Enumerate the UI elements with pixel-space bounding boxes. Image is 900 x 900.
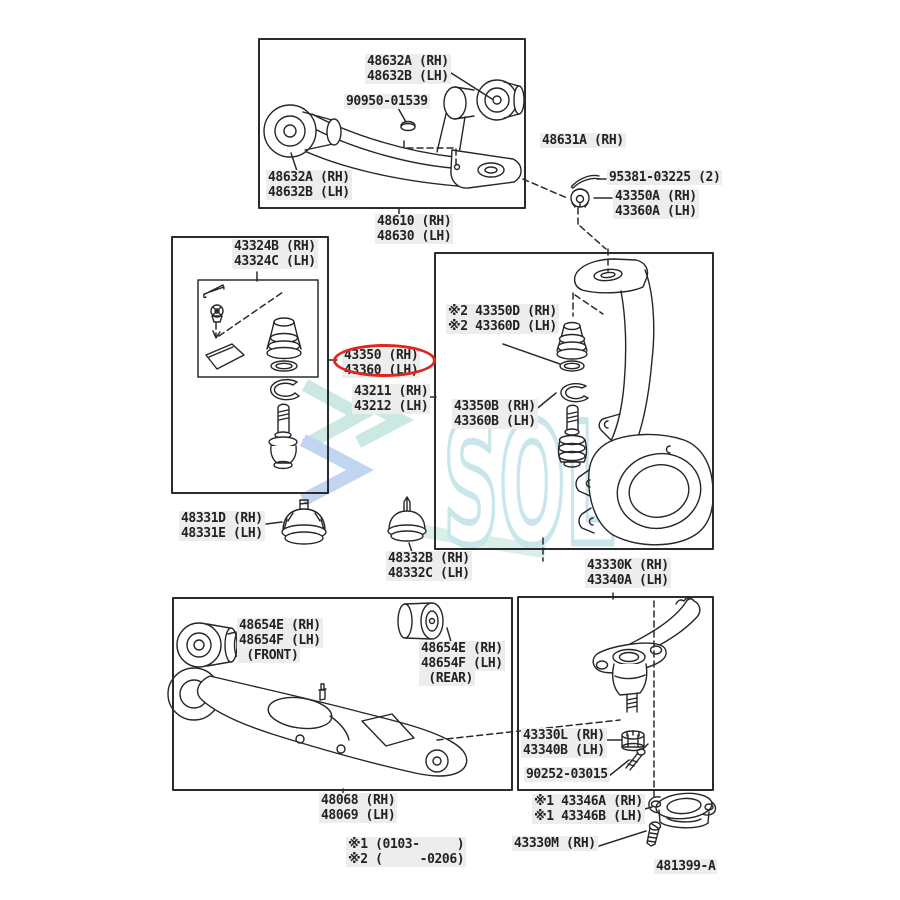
watermark-chevron-icon <box>299 434 374 506</box>
ball-joint-kit-drawing <box>203 284 302 470</box>
ball-joint-kit-box <box>171 236 329 494</box>
bump-stop-front-drawing <box>281 499 327 545</box>
label-48632-left: 48632A (RH)48632B (LH) <box>266 170 352 200</box>
castle-nut-icon <box>570 188 590 208</box>
bump-stop-rear-drawing <box>387 496 427 542</box>
label-90950: 90950-01539 <box>344 94 430 109</box>
label-43350a: 43350A (RH)43360A (LH) <box>613 189 699 219</box>
label-48610: 48610 (RH)48630 (LH) <box>375 214 454 244</box>
label-43330k: 43330K (RH)43340A (LH) <box>585 558 671 588</box>
lower-ball-joint-box <box>517 596 714 791</box>
grease-cap-icon <box>400 120 416 132</box>
castle-nut-icon <box>621 730 645 752</box>
dust-boot-icon <box>556 321 588 372</box>
ball-joint-icon <box>268 403 298 470</box>
upper-arm-bushing-right <box>443 79 525 121</box>
snap-ring-icon <box>269 378 300 401</box>
label-90252: 90252-03015 <box>524 767 610 782</box>
cam-bolt-icon <box>646 821 662 847</box>
label-43211: 43211 (RH)43212 (LH) <box>352 384 431 414</box>
label-48331d: 48331D (RH)48331E (LH) <box>179 511 265 541</box>
grease-fitting-icon <box>210 304 224 323</box>
label-48332b: 48332B (RH)48332C (LH) <box>386 551 472 581</box>
shim-plate-icon <box>205 343 245 370</box>
label-48654-rear: 48654E (RH)48654F (LH) (REAR) <box>419 641 505 686</box>
label-43350b: 43350B (RH)43360B (LH) <box>452 399 538 429</box>
label-43324: 43324B (RH)43324C (LH) <box>232 239 318 269</box>
label-applicability-notes: ※1 (0103- )※2 ( -0206) <box>346 837 467 867</box>
grease-fitting-bolt-icon <box>625 743 649 771</box>
cotter-pin-icon <box>570 174 601 189</box>
kit-inner-box <box>197 279 319 378</box>
lca-bushing-front <box>176 622 245 668</box>
ball-joint-icon <box>557 404 588 468</box>
label-95381: 95381-03225 (2) <box>607 170 723 185</box>
steering-knuckle-drawing <box>556 258 714 546</box>
label-43346: ※1 43346A (RH)※1 43346B (LH) <box>532 794 645 824</box>
lca-bushing-rear <box>397 602 444 640</box>
dashed-arrowhead <box>212 330 221 339</box>
cotter-pin-icon <box>203 284 225 299</box>
label-48631a: 48631A (RH) <box>540 133 626 148</box>
label-43330m: 43330M (RH) <box>512 836 598 851</box>
upper-arm-box <box>258 38 526 209</box>
dust-boot-icon <box>266 317 302 372</box>
label-43330l: 43330L (RH)43340B (LH) <box>521 728 607 758</box>
lower-ball-joint-drawing <box>592 597 701 713</box>
lower-control-arm-drawing <box>167 602 468 777</box>
label-48654-front: 48654E (RH)48654F (LH) (FRONT) <box>237 618 323 663</box>
upper-control-arm-drawing <box>263 79 525 189</box>
leader-lines <box>227 70 653 847</box>
camber-cam-drawing <box>648 792 717 829</box>
label-43350d: ※2 43350D (RH)※2 43360D (LH) <box>446 304 559 334</box>
upper-arm-bushing-left <box>263 104 342 158</box>
label-48068: 48068 (RH)48069 (LH) <box>319 793 398 823</box>
label-43350-highlighted: 43350 (RH)43360 (LH) <box>342 348 421 378</box>
watermark-chevron-icon <box>301 379 374 451</box>
label-48632-top: 48632A (RH)48632B (LH) <box>365 54 451 84</box>
knuckle-box <box>434 252 714 550</box>
knuckle-ear <box>573 258 649 294</box>
snap-ring-icon <box>560 383 589 403</box>
label-diagram-code: 481399-A <box>654 859 718 874</box>
